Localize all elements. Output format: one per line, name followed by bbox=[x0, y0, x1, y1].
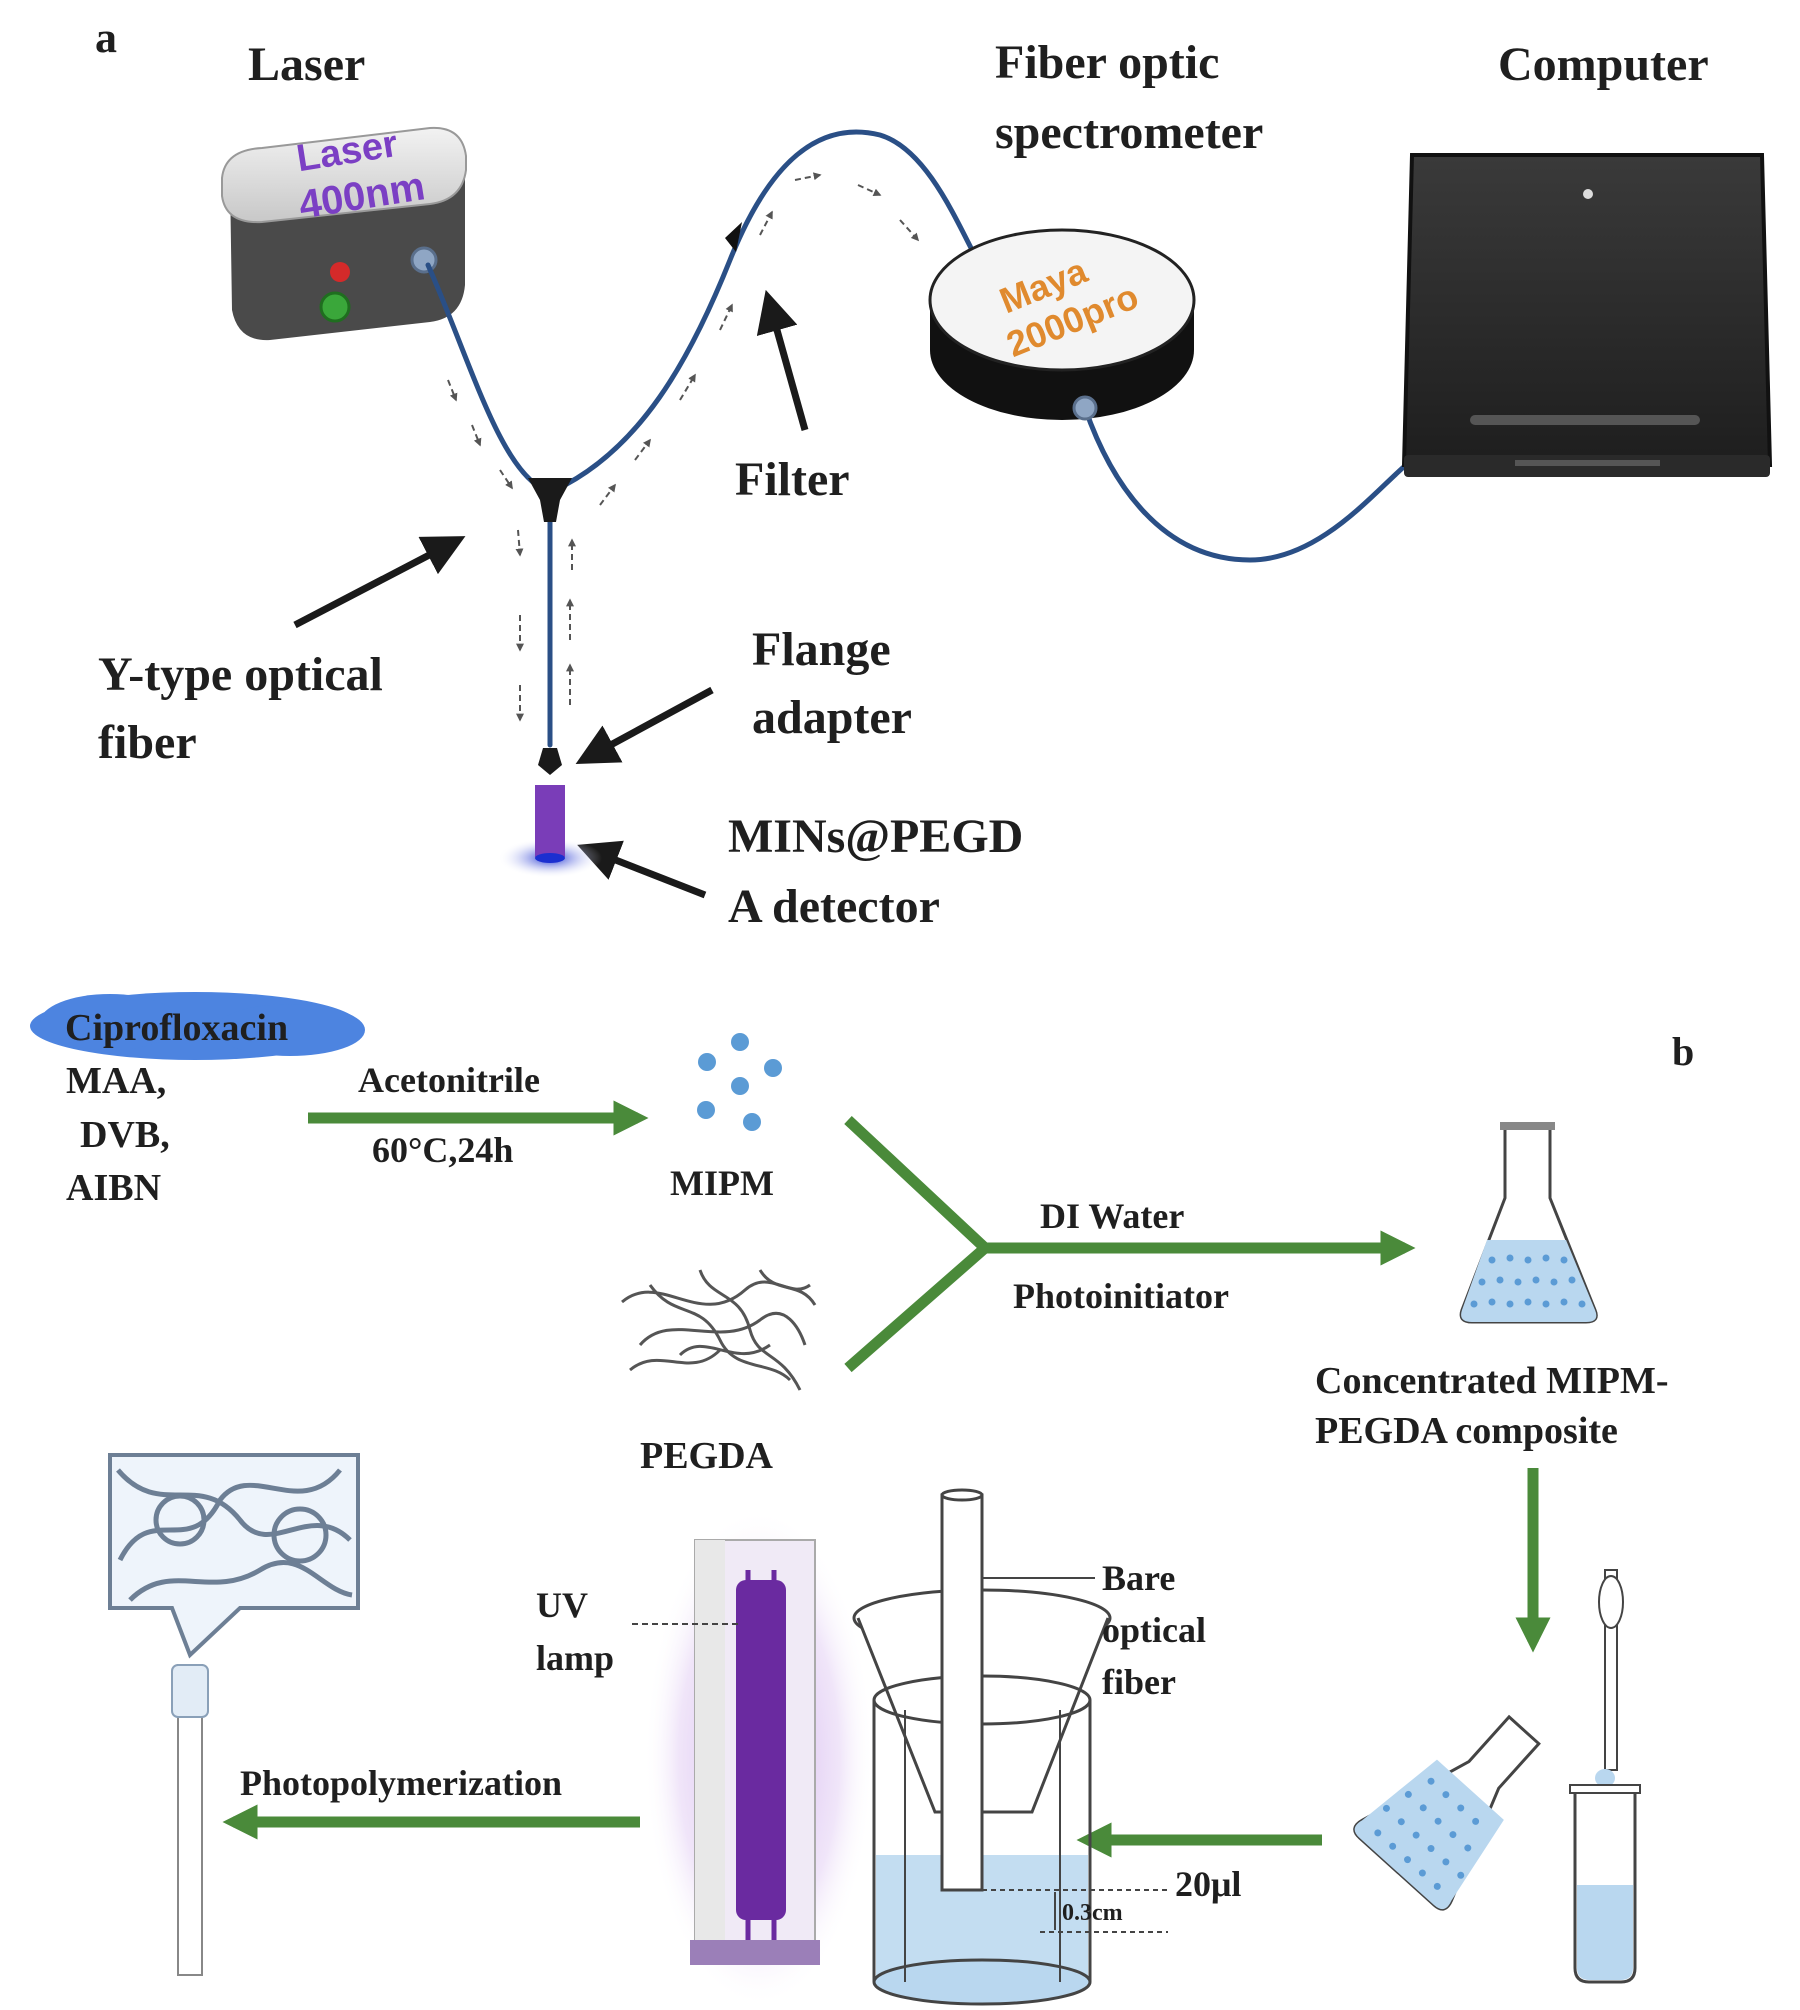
composite-flask bbox=[1459, 1122, 1598, 1324]
computer-title: Computer bbox=[1498, 38, 1709, 91]
reagent-ciprofloxacin: Ciprofloxacin bbox=[65, 1007, 288, 1049]
panel-a-label: a bbox=[95, 13, 117, 62]
flange-label-line1: Flange bbox=[752, 623, 891, 676]
fiber-y-junction bbox=[528, 478, 572, 522]
spectrometer-title-line1: Fiber optic bbox=[995, 36, 1219, 89]
webcam-icon bbox=[1583, 189, 1593, 199]
volume-label: 20μl bbox=[1175, 1864, 1241, 1904]
composite-label-line2: PEGDA composite bbox=[1315, 1410, 1618, 1452]
photopolymerization-label: Photopolymerization bbox=[240, 1763, 562, 1803]
polymer-network-inset bbox=[108, 1453, 360, 1659]
mipm-label: MIPM bbox=[670, 1163, 774, 1203]
coated-fiber-probe bbox=[171, 1664, 209, 1976]
pegda-polymer-strands bbox=[621, 1269, 817, 1391]
flange-adapter bbox=[538, 748, 562, 775]
bare-optical-fiber bbox=[940, 1493, 984, 1892]
ciprofloxacin-cloud bbox=[30, 992, 365, 1060]
arrow-merge bbox=[844, 1115, 994, 1373]
filter-marker bbox=[725, 222, 742, 252]
uv-lamp bbox=[632, 1508, 874, 2008]
composite-label-line1: Concentrated MIPM- bbox=[1315, 1360, 1669, 1402]
uv-lamp-label-line2: lamp bbox=[536, 1638, 614, 1678]
reagent-maa: MAA, bbox=[66, 1060, 166, 1102]
computer-laptop bbox=[1401, 153, 1773, 477]
step2-water: DI Water bbox=[1040, 1196, 1184, 1236]
flange-label-line2: adapter bbox=[752, 691, 912, 744]
step1-solvent: Acetonitrile bbox=[358, 1060, 540, 1100]
reagent-aibn: AIBN bbox=[66, 1167, 161, 1209]
laser-source: Laser 400nm bbox=[221, 123, 467, 341]
filter-label: Filter bbox=[735, 453, 850, 506]
pegda-label: PEGDA bbox=[640, 1435, 774, 1477]
green-arrows bbox=[222, 1100, 1551, 1858]
mins-pegda-detector bbox=[498, 785, 602, 878]
bare-fiber-label-line1: Bare bbox=[1102, 1558, 1175, 1598]
spectrometer-device: Maya 2000pro bbox=[928, 228, 1196, 421]
laser-power-button-icon bbox=[319, 291, 351, 323]
y-type-optical-fiber bbox=[425, 129, 1423, 748]
step1-conditions: 60°C,24h bbox=[372, 1130, 513, 1170]
detector-label-line1: MINs@PEGD bbox=[728, 810, 1023, 863]
spectrometer-title-line2: spectrometer bbox=[995, 106, 1263, 159]
uv-lamp-label-line1: UV bbox=[536, 1585, 588, 1625]
depth-label: 0.3cm bbox=[1062, 1900, 1123, 1926]
spectrometer-port bbox=[1072, 395, 1098, 421]
laser-title: Laser bbox=[248, 38, 365, 91]
reagent-dvb: DVB, bbox=[80, 1114, 170, 1156]
detector-label-line2: A detector bbox=[728, 880, 940, 933]
fiber-coating-setup bbox=[852, 1488, 1168, 2006]
step2-photoinitiator: Photoinitiator bbox=[1013, 1276, 1229, 1316]
y-fiber-label-line2: fiber bbox=[98, 716, 197, 769]
light-path-arrows bbox=[447, 172, 920, 722]
pointer-arrows-a bbox=[293, 289, 809, 899]
panel-b-label: b bbox=[1672, 1029, 1694, 1074]
tilted-flask bbox=[1353, 1714, 1541, 1911]
mipm-particles bbox=[697, 1033, 782, 1131]
bare-fiber-label-line3: fiber bbox=[1102, 1662, 1176, 1702]
bare-fiber-label-line2: optical bbox=[1102, 1610, 1206, 1650]
laser-output-port bbox=[410, 246, 438, 274]
dropper-and-vial bbox=[1569, 1569, 1641, 1984]
y-fiber-label-line1: Y-type optical bbox=[98, 648, 383, 701]
laser-red-indicator bbox=[330, 262, 350, 282]
